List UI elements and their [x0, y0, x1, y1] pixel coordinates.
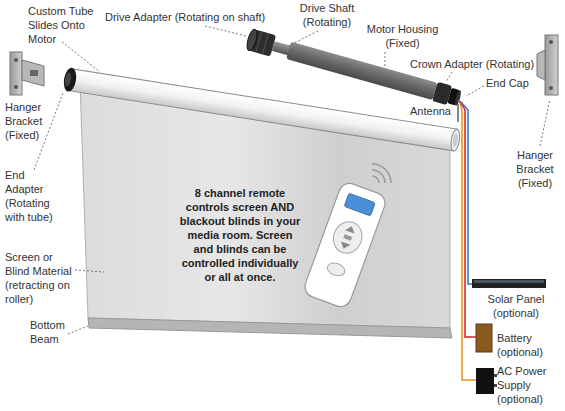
part-label: Custom Tube Slides Onto Motor	[28, 4, 108, 46]
label-holder: End Adapter (Rotating with tube)	[5, 168, 60, 224]
label-holder: AC Power Supply (optional)	[497, 364, 562, 406]
label-holder: 8 channel remote controls screen AND bla…	[179, 186, 301, 284]
power-wire	[459, 100, 476, 380]
part-label: Drive Shaft (Rotating)	[292, 1, 362, 29]
part-label: End Adapter (Rotating with tube)	[5, 168, 60, 224]
antenna-wire	[458, 104, 459, 122]
part-label: Crown Adapter (Rotating)	[410, 57, 534, 71]
label-holder: End Cap	[486, 76, 529, 90]
power-wire	[461, 102, 472, 284]
solar-panel	[472, 279, 546, 288]
bottom-beam	[88, 318, 452, 338]
battery	[476, 324, 492, 352]
label-holder: Hanger Bracket (Fixed)	[5, 100, 60, 142]
label-holder: Solar Panel (optional)	[476, 292, 556, 320]
label-holder: Bottom Beam	[30, 318, 90, 346]
ac-power-supply	[476, 368, 497, 394]
label-holder: Custom Tube Slides Onto Motor	[28, 4, 108, 46]
hanger-bracket	[10, 52, 44, 95]
hanger-bracket	[537, 35, 558, 95]
label-holder: Drive Adapter (Rotating on shaft)	[105, 10, 265, 24]
label-holder: Screen or Blind Material (retracting on …	[5, 250, 75, 306]
part-label: Screen or Blind Material (retracting on …	[5, 250, 75, 306]
label-holder: Antenna	[410, 104, 451, 118]
power-wire	[460, 101, 476, 337]
remote-control	[302, 180, 388, 309]
part-label: Hanger Bracket (Fixed)	[5, 100, 60, 142]
part-label: End Cap	[486, 76, 529, 90]
option-label: Battery (optional)	[497, 331, 557, 359]
label-holder: Motor Housing (Fixed)	[360, 22, 445, 50]
option-label: Solar Panel (optional)	[476, 292, 556, 320]
label-holder: Battery (optional)	[497, 331, 557, 359]
signal-waves	[372, 164, 391, 183]
leader-line	[34, 26, 550, 334]
label-holder: Hanger Bracket (Fixed)	[508, 148, 562, 190]
part-label: Motor Housing (Fixed)	[360, 22, 445, 50]
part-label: Hanger Bracket (Fixed)	[508, 148, 562, 190]
part-label: Bottom Beam	[30, 318, 90, 346]
option-label: AC Power Supply (optional)	[497, 364, 562, 406]
label-holder: Drive Shaft (Rotating)	[292, 1, 362, 29]
part-label: Antenna	[410, 104, 451, 118]
label-holder: Crown Adapter (Rotating)	[410, 57, 534, 71]
feature-note: 8 channel remote controls screen AND bla…	[179, 186, 301, 284]
part-label: Drive Adapter (Rotating on shaft)	[105, 10, 265, 24]
